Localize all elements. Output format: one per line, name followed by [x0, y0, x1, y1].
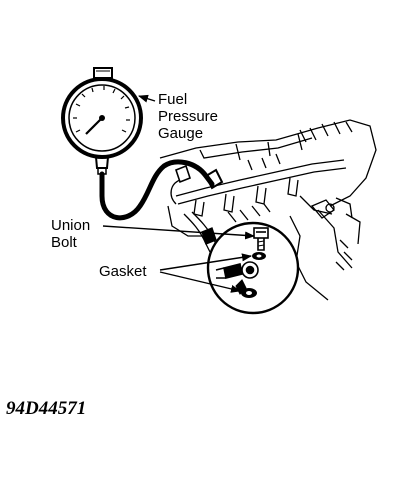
- union-bolt-label-line1: Union: [51, 217, 90, 234]
- gasket-arrow-lower: [159, 271, 241, 293]
- engine-fuel-rail: [159, 119, 377, 301]
- banjo-fitting: [215, 261, 259, 279]
- gasket-lower: [241, 288, 257, 298]
- figure-code: 94D44571: [6, 398, 86, 419]
- gasket-label: Gasket: [99, 263, 147, 280]
- gasket-arrow-upper: [159, 253, 252, 271]
- gasket-upper: [252, 252, 266, 260]
- leader-lines: [102, 94, 255, 293]
- union-bolt-label-line2: Bolt: [51, 234, 78, 251]
- gauge-label-line2: Pressure: [158, 108, 218, 125]
- gauge-label-line1: Fuel: [158, 91, 187, 108]
- union-bolt-arrow: [102, 225, 255, 240]
- fuel-hose: [99, 159, 215, 221]
- pressure-gauge: [61, 67, 143, 175]
- gauge-label-line3: Gauge: [158, 125, 203, 142]
- gauge-arrow: [138, 94, 156, 103]
